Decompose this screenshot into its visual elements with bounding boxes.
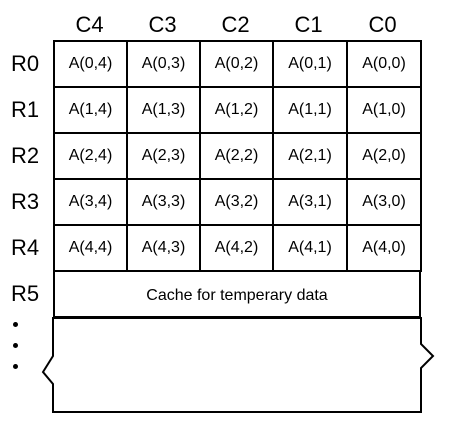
row-header-r3: R3 (10, 189, 40, 214)
column-header-c4: C4 (75, 12, 104, 37)
column-header-c3: C3 (148, 12, 177, 37)
torn-block-outline (41, 317, 435, 413)
row-header-r5: R5 (10, 281, 40, 306)
row-header-r0: R0 (10, 51, 40, 76)
row-header-r1: R1 (10, 97, 40, 122)
ellipsis-vertical-icon (10, 322, 22, 385)
column-header-c2: C2 (221, 12, 250, 37)
column-header-c0: C0 (368, 12, 397, 37)
column-header-c1: C1 (294, 12, 323, 37)
row-header-r4: R4 (10, 235, 40, 260)
row-header-r2: R2 (10, 143, 40, 168)
